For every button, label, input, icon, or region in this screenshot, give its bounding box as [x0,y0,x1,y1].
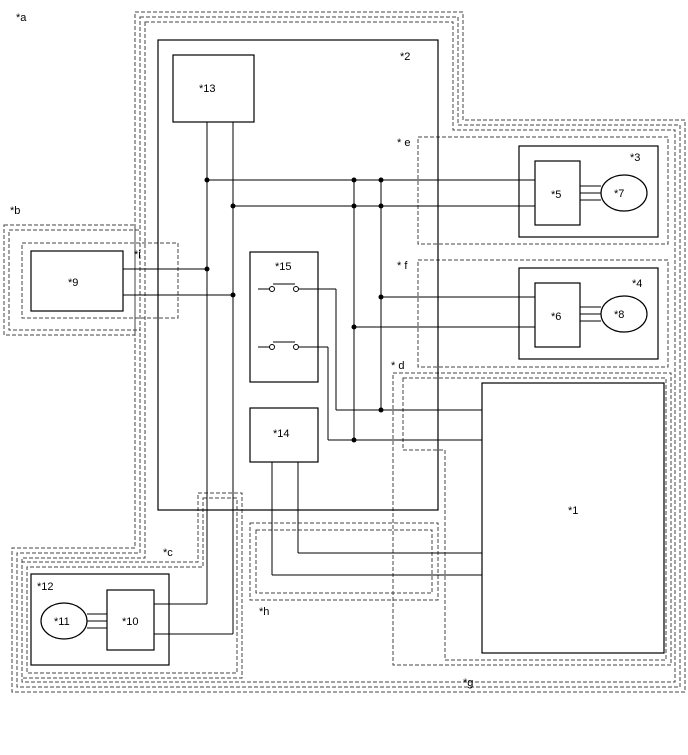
component-14-box [249,407,319,463]
label-component-6: *6 [551,311,561,323]
label-component-15: *15 [275,261,292,273]
label-region-f: * f [397,260,408,272]
label-component-14: *14 [273,428,290,440]
component-6-box [534,282,581,348]
label-component-10: *10 [122,616,139,628]
label-region-c: *c [163,547,173,559]
label-region-i: *i [134,249,141,261]
label-region-b: *b [10,205,20,217]
component-3-box [518,145,659,238]
component-12-box [30,573,170,666]
dashed-region-b [3,224,141,336]
label-component-11: *11 [54,616,70,628]
dashed-region-e [417,136,669,245]
component-1-box [481,382,665,654]
label-component-8: *8 [614,309,624,321]
component-15-box [249,251,319,383]
component-10-box [106,589,155,651]
label-component-3: *3 [630,152,640,164]
label-region-d: * d [391,360,404,372]
label-component-1: *1 [568,505,578,517]
dashed-region-i [21,242,179,319]
label-component-9: *9 [68,277,78,289]
label-region-e: * e [397,137,410,149]
dashed-region-c [21,492,243,679]
label-region-g: *g [463,677,473,689]
component-4-box [518,267,659,360]
switch-contacts [269,286,299,350]
label-component-13: *13 [199,83,216,95]
label-component-2: *2 [400,51,410,63]
label-region-h: *h [259,606,269,618]
dashed-region-d-inner [402,377,667,661]
dashed-region-h [249,522,439,601]
component-13-box [172,54,255,123]
label-component-4: *4 [632,278,642,290]
label-region-a: *a [16,12,27,24]
component-9-box [30,250,124,312]
label-component-7: *7 [614,188,624,200]
junction-dots [204,177,384,443]
label-component-12: *12 [37,581,54,593]
dashed-region-h-inner [255,529,433,594]
label-component-5: *5 [551,189,561,201]
dashed-region-f [417,259,669,368]
dashed-region-d [392,372,672,666]
dashed-region-a [11,11,686,693]
